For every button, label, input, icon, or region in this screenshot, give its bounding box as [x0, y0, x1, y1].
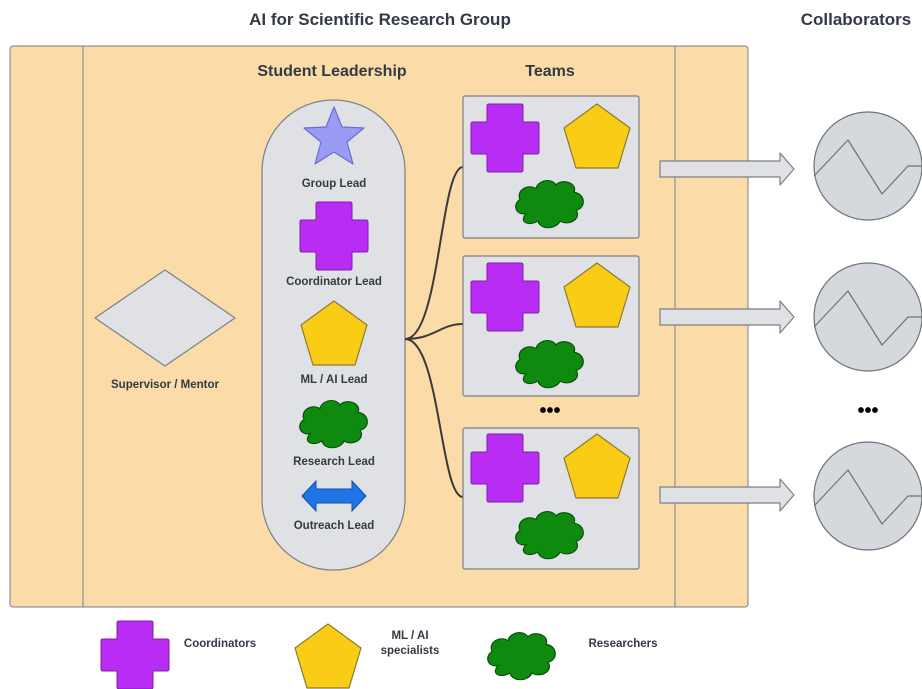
lead-label-group: Group Lead	[301, 178, 367, 190]
connector-team-3	[404, 338, 464, 498]
team-panel-3	[462, 427, 640, 570]
collaborator-node-1	[813, 111, 922, 221]
teams-ellipsis: •••	[539, 400, 561, 422]
legend-pentagon-icon	[294, 623, 362, 689]
lead-label-research: Research Lead	[293, 456, 375, 468]
cloud-icon	[515, 179, 584, 229]
lead-label-mlai: ML / AI Lead	[300, 374, 368, 386]
collaborator-node-2	[813, 262, 922, 372]
cloud-icon	[299, 399, 368, 449]
collaborators-ellipsis: •••	[857, 400, 879, 422]
collaborator-node-3	[813, 441, 922, 551]
legend-cloud-icon	[487, 631, 556, 681]
legend-cross-icon	[100, 620, 170, 689]
cloud-icon	[515, 510, 584, 560]
supervisor-label: Supervisor / Mentor	[111, 379, 219, 391]
lead-label-outreach: Outreach Lead	[293, 520, 375, 532]
cloud-icon	[515, 339, 584, 389]
leadership-heading: Student Leadership	[257, 63, 407, 80]
teams-heading: Teams	[525, 63, 575, 80]
legend-label-ml-line1: ML / AI	[391, 630, 429, 642]
team-panel-1	[462, 95, 640, 239]
legend-label-coordinators: Coordinators	[183, 638, 257, 650]
diagram-title: AI for Scientific Research Group	[249, 10, 511, 29]
connector-team-2	[404, 323, 464, 340]
connector-team-1	[404, 166, 464, 340]
supervisor-diamond	[94, 269, 236, 367]
legend-label-researchers: Researchers	[588, 638, 658, 650]
collaborators-title: Collaborators	[800, 10, 912, 29]
lead-label-coordinator: Coordinator Lead	[286, 276, 382, 288]
legend-label-ml-line2: specialists	[380, 645, 440, 657]
team-panel-2	[462, 255, 640, 397]
